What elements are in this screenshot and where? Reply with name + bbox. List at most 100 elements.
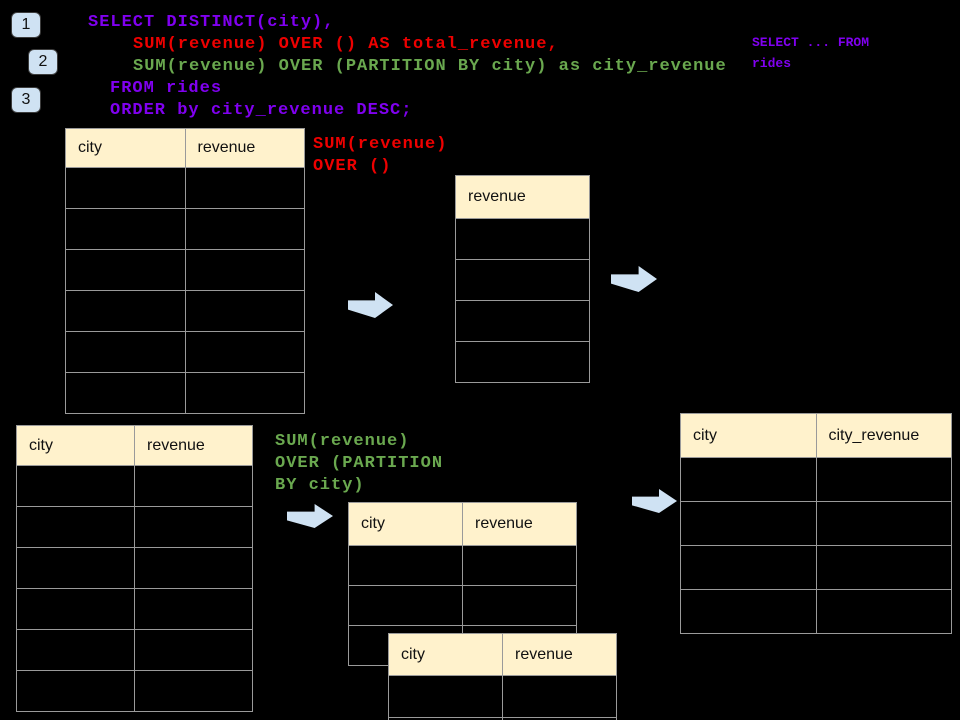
empty-cell [815, 457, 952, 502]
table-row [455, 341, 590, 383]
table-row [680, 545, 952, 590]
column-header: revenue [134, 425, 253, 466]
table-row [16, 629, 253, 671]
table-row [455, 218, 590, 260]
table-row [16, 670, 253, 712]
code-line: SUM(revenue) OVER () AS total_revenue, [133, 35, 559, 54]
empty-cell [65, 331, 186, 373]
arrow-right-icon [348, 292, 393, 318]
table-row [65, 167, 305, 209]
table-row [680, 501, 952, 546]
sql-code-block: SELECT DISTINCT(city), SUM(revenue) OVER … [88, 12, 727, 122]
code-line: FROM rides [110, 79, 223, 98]
empty-cell [455, 300, 590, 342]
table-row [65, 208, 305, 250]
table-row [455, 300, 590, 342]
empty-cell [815, 501, 952, 546]
code-line: SUM(revenue) [313, 135, 448, 154]
arrow-right-icon [632, 489, 677, 513]
empty-cell [455, 341, 590, 383]
empty-cell [680, 589, 817, 634]
column-header: revenue [462, 502, 577, 546]
code-line: SUM(revenue) OVER (PARTITION BY city) as… [133, 57, 727, 76]
empty-cell [680, 457, 817, 502]
table-row [65, 249, 305, 291]
empty-cell [134, 670, 253, 712]
empty-cell [184, 167, 305, 209]
empty-cell [455, 259, 590, 301]
empty-cell [134, 465, 253, 507]
partition-annotation: SUM(revenue) OVER (PARTITION BY city) [275, 431, 443, 497]
code-line: OVER (PARTITION [275, 454, 444, 473]
empty-cell [65, 167, 186, 209]
empty-cell [348, 545, 463, 586]
empty-cell [134, 506, 253, 548]
arrow-right-icon [611, 266, 657, 292]
empty-cell [348, 585, 463, 626]
empty-cell [134, 588, 253, 630]
table-row [680, 457, 952, 502]
empty-cell [134, 629, 253, 671]
empty-cell [65, 372, 186, 414]
table-row [16, 465, 253, 507]
empty-cell [134, 547, 253, 589]
empty-cell [462, 585, 577, 626]
column-header: revenue [455, 175, 590, 219]
step-badge-2: 2 [28, 49, 58, 75]
arrow-right-icon [287, 504, 333, 528]
table-row [65, 372, 305, 414]
table-row [16, 588, 253, 630]
empty-cell [16, 629, 135, 671]
column-header: city_revenue [815, 413, 952, 458]
empty-cell [815, 545, 952, 590]
column-header: city [16, 425, 135, 466]
empty-cell [184, 331, 305, 373]
empty-cell [65, 208, 186, 250]
empty-cell [455, 218, 590, 260]
column-header: revenue [184, 128, 305, 168]
table-row [680, 589, 952, 634]
table-row [16, 506, 253, 548]
empty-cell [462, 545, 577, 586]
table-row [348, 585, 577, 626]
empty-cell [184, 208, 305, 250]
empty-cell [16, 465, 135, 507]
empty-cell [16, 506, 135, 548]
empty-cell [184, 249, 305, 291]
empty-cell [16, 588, 135, 630]
sql-side-note: SELECT ... FROM rides [752, 32, 869, 74]
column-header: city [65, 128, 186, 168]
table-total-revenue-result: revenue [455, 175, 590, 383]
empty-cell [65, 290, 186, 332]
code-line: rides [752, 56, 792, 71]
table-row [65, 331, 305, 373]
column-header: city [388, 633, 503, 676]
code-line: OVER () [313, 157, 392, 176]
code-line: ORDER by city_revenue DESC; [110, 101, 413, 120]
code-line: SELECT ... FROM [752, 35, 870, 50]
table-row [65, 290, 305, 332]
code-line: SUM(revenue) [275, 432, 410, 451]
code-line: BY city) [275, 476, 365, 495]
total-revenue-annotation: SUM(revenue) OVER () [313, 134, 447, 178]
empty-cell [16, 670, 135, 712]
table-row [348, 545, 577, 586]
empty-cell [184, 372, 305, 414]
table-row [455, 259, 590, 301]
code-line: SELECT DISTINCT(city), [88, 13, 335, 32]
table-row [388, 675, 617, 718]
step-badge-1: 1 [11, 12, 41, 38]
empty-cell [16, 547, 135, 589]
column-header: city [348, 502, 463, 546]
table-row [388, 717, 617, 720]
column-header: revenue [502, 633, 617, 676]
table-row [16, 547, 253, 589]
empty-cell [680, 545, 817, 590]
empty-cell [815, 589, 952, 634]
